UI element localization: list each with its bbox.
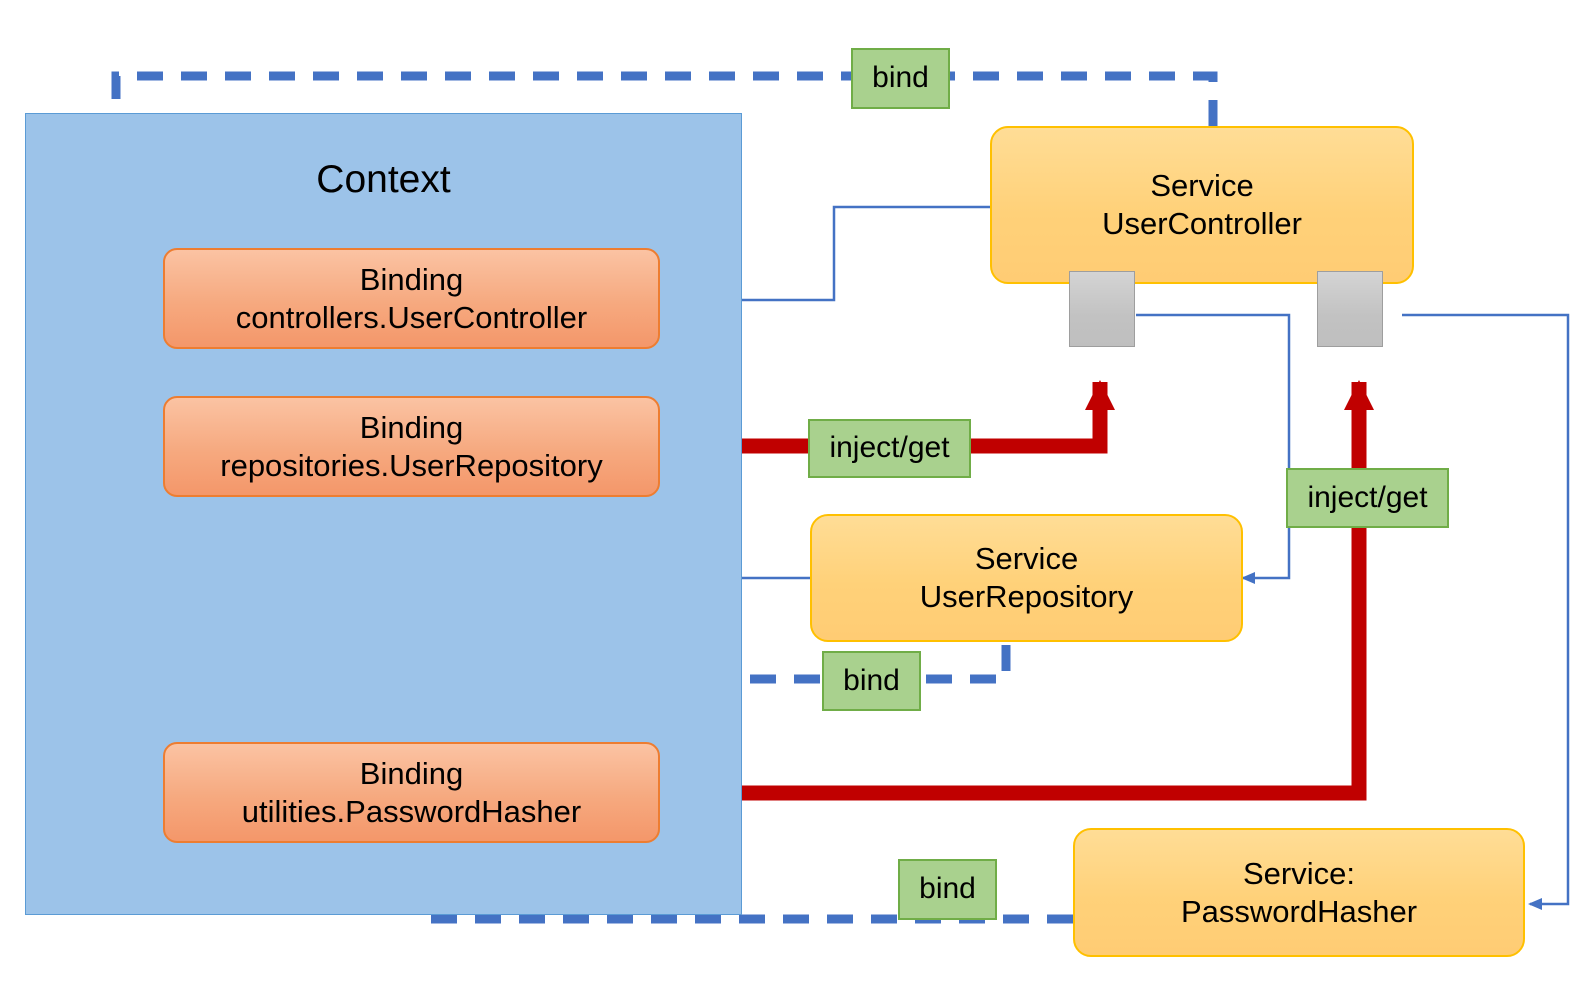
edge-label-bind-password-hasher: bind bbox=[898, 859, 997, 920]
context-title: Context bbox=[316, 158, 451, 201]
service-label-line1: Service: bbox=[1243, 855, 1355, 891]
service-label-line2: UserController bbox=[1102, 206, 1302, 241]
edge-label-inject-get-user-repository: inject/get bbox=[808, 419, 971, 478]
binding-label-line2: utilities.PasswordHasher bbox=[241, 793, 582, 829]
edge-label-text: bind bbox=[919, 872, 976, 906]
service-passwordhasher[interactable]: Service:PasswordHasher bbox=[1073, 828, 1525, 957]
service-label-line2: PasswordHasher bbox=[1180, 893, 1418, 929]
edge-label-inject-get-password-hasher: inject/get bbox=[1286, 468, 1449, 528]
edge-label-text: bind bbox=[872, 61, 929, 95]
service-label: Service:PasswordHasher bbox=[1181, 855, 1417, 931]
service-label-line1: Service bbox=[974, 541, 1079, 577]
edge-label-bind-user-controller: bind bbox=[851, 48, 950, 109]
edge-label-bind-user-repository: bind bbox=[822, 651, 921, 711]
binding-label-line2: repositories.UserRepository bbox=[220, 447, 603, 483]
link-port-controller-to-service-password-hasher bbox=[1402, 313, 1570, 910]
binding-label-line1: Binding bbox=[359, 261, 464, 297]
edge-label-text: inject/get bbox=[1307, 480, 1428, 514]
service-label-line2: UserRepository bbox=[919, 579, 1134, 614]
binding-label-line1: Binding bbox=[359, 409, 464, 445]
binding-label-line1: Binding bbox=[359, 755, 464, 791]
service-port-left-icon[interactable] bbox=[1069, 271, 1135, 347]
edge-label-text: inject/get bbox=[829, 431, 950, 465]
edge-label-text: bind bbox=[843, 663, 900, 697]
service-port-right-icon[interactable] bbox=[1317, 271, 1383, 347]
service-label-line1: Service bbox=[1150, 168, 1254, 204]
binding-label-line2: controllers.UserController bbox=[235, 299, 588, 335]
